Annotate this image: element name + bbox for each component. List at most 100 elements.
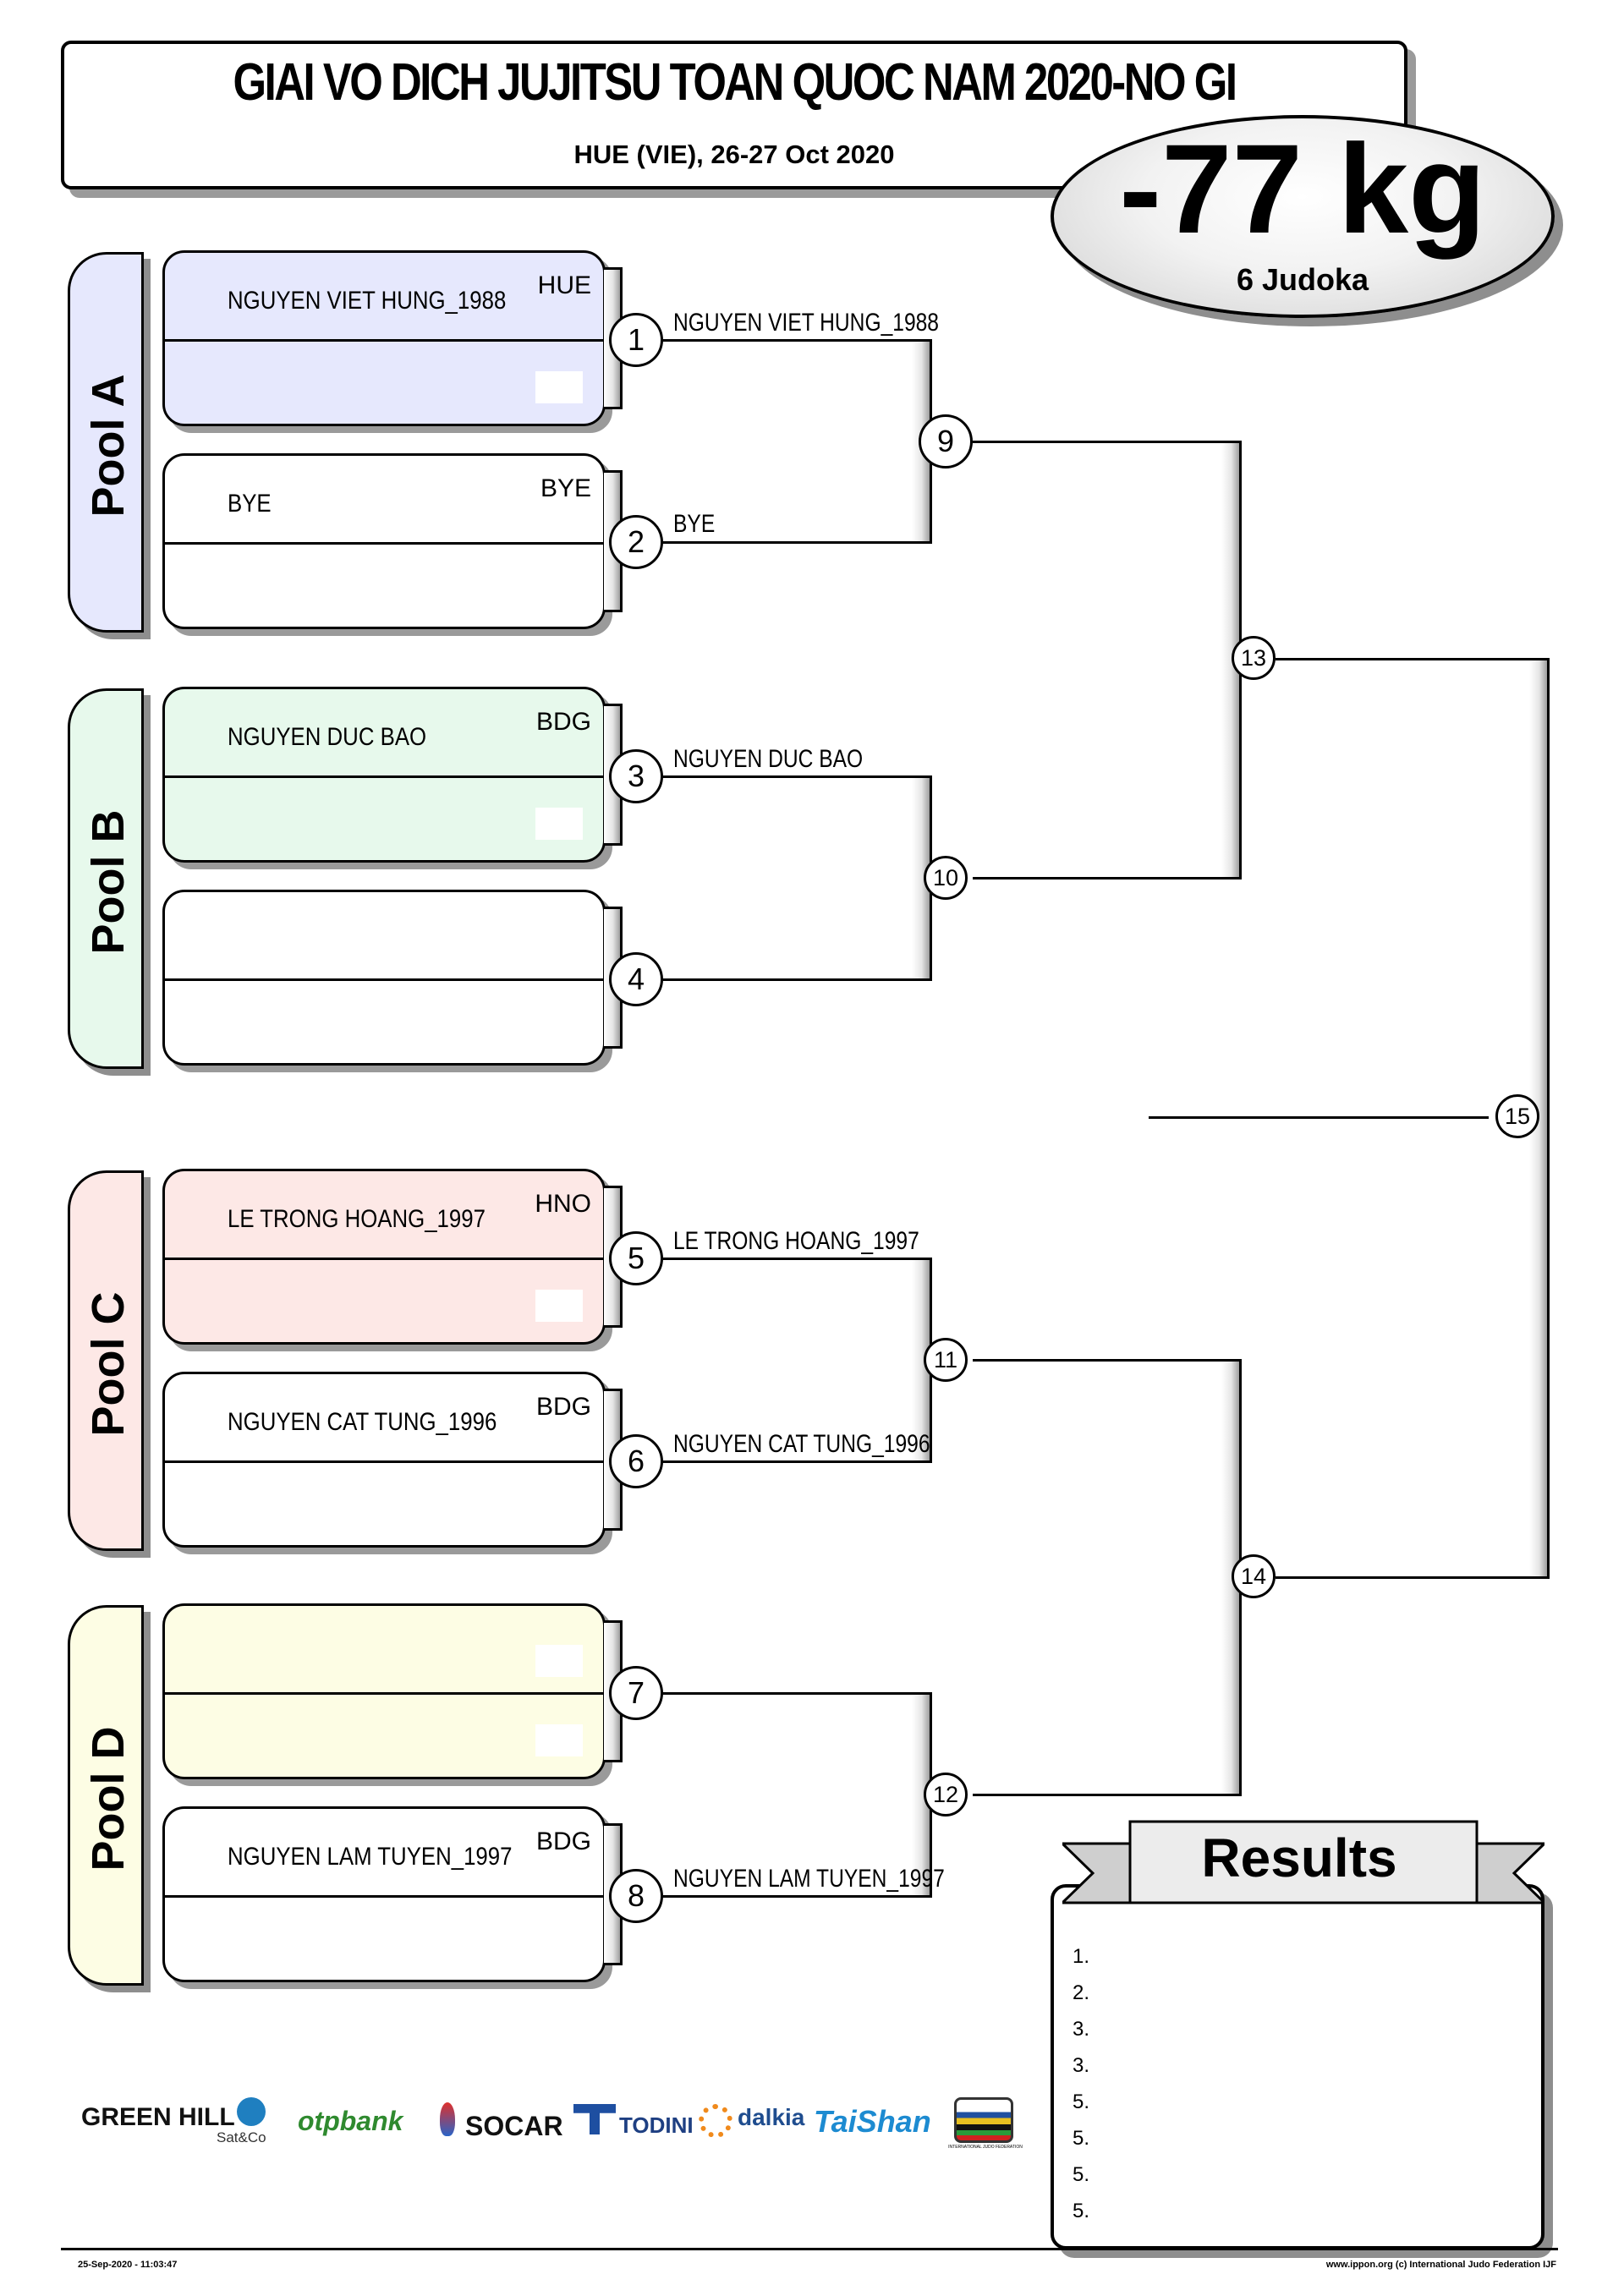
card-divider bbox=[165, 542, 603, 545]
competitor-card[interactable]: NGUYEN CAT TUNG_1996 BDG bbox=[162, 1372, 606, 1548]
pool-a-label: Pool A bbox=[83, 374, 134, 518]
result-place: 5. bbox=[1073, 2091, 1090, 2113]
competitor-card[interactable]: BYE BYE bbox=[162, 453, 606, 629]
competitor-card[interactable]: NGUYEN VIET HUNG_1988 HUE bbox=[162, 250, 606, 426]
match-number[interactable]: 13 bbox=[1232, 636, 1276, 680]
bracket-line bbox=[660, 1692, 914, 1695]
bracket-line bbox=[973, 877, 1223, 879]
ijf-logo-text: INTERNATIONAL JUDO FEDERATION bbox=[948, 2145, 1023, 2150]
bracket-line bbox=[660, 1460, 914, 1463]
results-title: Results bbox=[1201, 1827, 1397, 1888]
competitor-country: HNO bbox=[535, 1190, 591, 1218]
sponsor-todini: TODINI bbox=[619, 2112, 694, 2138]
match-number[interactable]: 5 bbox=[609, 1231, 663, 1285]
competitor-name: NGUYEN VIET HUNG_1988 bbox=[228, 287, 507, 315]
card-divider bbox=[165, 1258, 603, 1260]
competitor-card[interactable]: NGUYEN LAM TUYEN_1997 BDG bbox=[162, 1806, 606, 1982]
card-divider bbox=[165, 339, 603, 342]
round1-winner: NGUYEN DUC BAO bbox=[673, 745, 864, 773]
footer-copyright: www.ippon.org (c) International Judo Fed… bbox=[1325, 2260, 1556, 2270]
competitor-name: NGUYEN LAM TUYEN_1997 bbox=[228, 1843, 513, 1871]
match-number[interactable]: 10 bbox=[924, 856, 968, 900]
result-place: 5. bbox=[1073, 2127, 1090, 2150]
sponsor-green-hill: GREEN HILL bbox=[81, 2103, 235, 2131]
match-number[interactable]: 1 bbox=[609, 313, 663, 367]
competitor-card[interactable] bbox=[162, 1603, 606, 1779]
round1-winner: NGUYEN CAT TUNG_1996 bbox=[673, 1430, 930, 1458]
bracket-line bbox=[660, 541, 914, 544]
pool-d-tab: Pool D bbox=[68, 1605, 144, 1986]
competitor-name: NGUYEN CAT TUNG_1996 bbox=[228, 1408, 497, 1436]
competitor-country: BYE bbox=[540, 474, 591, 502]
competitor-name: BYE bbox=[228, 490, 272, 518]
match-number[interactable]: 6 bbox=[609, 1434, 663, 1488]
match-number[interactable]: 14 bbox=[1232, 1554, 1276, 1598]
competitor-card[interactable] bbox=[162, 890, 606, 1066]
bracket-line bbox=[1276, 658, 1531, 660]
footer-timestamp: 25-Sep-2020 - 11:03:47 bbox=[78, 2260, 178, 2270]
bracket-line bbox=[660, 775, 914, 778]
card-divider bbox=[165, 978, 603, 981]
results-box bbox=[1051, 1884, 1544, 2249]
result-place: 5. bbox=[1073, 2163, 1090, 2186]
bracket-line bbox=[973, 441, 1223, 443]
competitor-country: HUE bbox=[537, 271, 591, 299]
competitor-country: BDG bbox=[535, 1393, 591, 1421]
sponsor-otpbank: otpbank bbox=[298, 2106, 403, 2136]
score-box bbox=[535, 371, 583, 403]
score-box bbox=[535, 1290, 583, 1322]
sponsor-socar: SOCAR bbox=[465, 2111, 563, 2141]
score-box bbox=[535, 1724, 583, 1756]
sponsor-todini-icon bbox=[573, 2104, 616, 2134]
bracket-line bbox=[660, 1258, 914, 1260]
event-subtitle: HUE (VIE), 26-27 Oct 2020 bbox=[573, 140, 895, 169]
match-number[interactable]: 9 bbox=[919, 414, 973, 469]
bracket-line bbox=[660, 339, 914, 342]
match-number[interactable]: 2 bbox=[609, 515, 663, 569]
competitor-name: LE TRONG HOANG_1997 bbox=[228, 1205, 486, 1233]
pool-d-label: Pool D bbox=[83, 1726, 134, 1871]
bracket-line bbox=[660, 1895, 914, 1898]
header-box bbox=[61, 41, 1407, 189]
bracket-line bbox=[1276, 1576, 1531, 1579]
round1-winner: NGUYEN VIET HUNG_1988 bbox=[673, 309, 939, 337]
competitor-card[interactable]: NGUYEN DUC BAO BDG bbox=[162, 687, 606, 863]
pool-a-tab: Pool A bbox=[68, 252, 144, 633]
match-number[interactable]: 4 bbox=[609, 952, 663, 1006]
card-divider bbox=[165, 775, 603, 778]
bracket-line bbox=[660, 978, 914, 981]
sponsor-dalkia: dalkia bbox=[738, 2104, 805, 2130]
competitor-card[interactable]: LE TRONG HOANG_1997 HNO bbox=[162, 1169, 606, 1345]
match-number[interactable]: 12 bbox=[924, 1773, 968, 1817]
match-number[interactable]: 8 bbox=[609, 1869, 663, 1923]
sponsor-taishan: TaiShan bbox=[814, 2104, 931, 2139]
footer-divider bbox=[61, 2248, 1558, 2250]
match-number[interactable]: 3 bbox=[609, 749, 663, 803]
result-place: 2. bbox=[1073, 1981, 1090, 2004]
result-place: 3. bbox=[1073, 2054, 1090, 2077]
sponsor-satco: Sat&Co bbox=[217, 2129, 266, 2145]
score-box bbox=[535, 1645, 583, 1677]
pool-b-label: Pool B bbox=[83, 809, 134, 955]
category-weight: -77 kg bbox=[1119, 118, 1486, 260]
sponsor-satco-icon bbox=[237, 2097, 266, 2126]
sponsor-socar-icon bbox=[440, 2102, 455, 2136]
final-match-number[interactable]: 15 bbox=[1495, 1094, 1539, 1138]
sponsor-dalkia-icon bbox=[699, 2104, 732, 2138]
result-place: 1. bbox=[1073, 1945, 1090, 1968]
round1-winner: LE TRONG HOANG_1997 bbox=[673, 1227, 919, 1255]
category-badge bbox=[1051, 115, 1555, 318]
competitor-country: BDG bbox=[535, 708, 591, 736]
category-count: 6 Judoka bbox=[1236, 262, 1369, 297]
card-divider bbox=[165, 1692, 603, 1695]
match-number[interactable]: 11 bbox=[924, 1338, 968, 1382]
card-divider bbox=[165, 1895, 603, 1898]
competitor-country: BDG bbox=[535, 1827, 591, 1855]
competitor-name: NGUYEN DUC BAO bbox=[228, 723, 427, 751]
final-line bbox=[1149, 1116, 1489, 1119]
result-place: 5. bbox=[1073, 2200, 1090, 2222]
event-title: GIAI VO DICH JUJITSU TOAN QUOC NAM 2020-… bbox=[233, 53, 1237, 112]
match-number[interactable]: 7 bbox=[609, 1666, 663, 1720]
bracket-line bbox=[973, 1359, 1223, 1362]
result-place: 3. bbox=[1073, 2018, 1090, 2041]
